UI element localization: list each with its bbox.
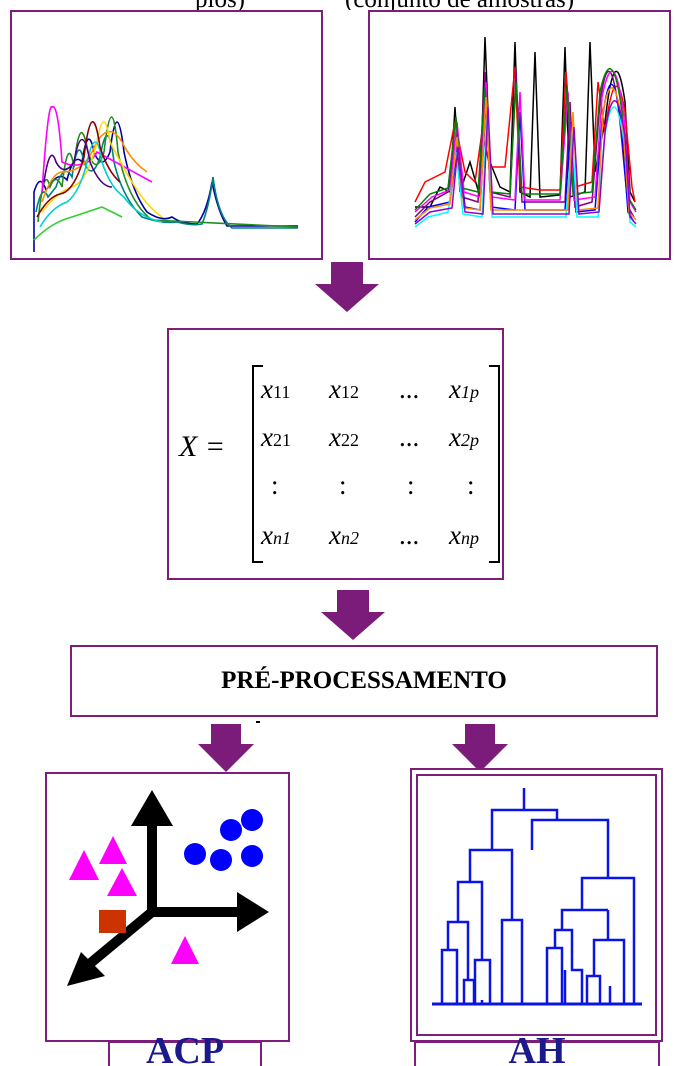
matrix-cell: x (261, 374, 273, 404)
arrow-down-4 (452, 724, 508, 772)
matrix-cell: x (449, 422, 461, 452)
pca-panel (45, 772, 290, 1042)
matrix-cell: x (261, 422, 273, 452)
matrix-ellipsis: ... (399, 520, 420, 550)
preprocessing-label: PRÉ-PROCESSAMENTO (221, 667, 507, 694)
header-caption: plos) (conjunto de amostras) (0, 0, 675, 10)
arrow-down-2 (321, 590, 385, 640)
matrix-cell: x (329, 520, 341, 550)
arrow-down-3 (198, 724, 254, 772)
spectra-plot-right (414, 36, 637, 228)
arrow-down-1 (315, 262, 379, 312)
dendrogram (432, 788, 642, 1006)
matrix-cell: x (329, 374, 341, 404)
header-left-fragment: plos) (195, 0, 245, 10)
pca-scores-plot (67, 790, 269, 986)
hca-label-visible: AH (508, 1036, 566, 1066)
matrix-lhs: X = (179, 430, 226, 463)
data-matrix-box: X = x11 x12 ... x1p x21 x22 ... x2p : : … (167, 328, 504, 580)
matrix-vdots: : (339, 470, 347, 500)
spectra-plot-left (33, 105, 299, 252)
hca-inner-frame (416, 774, 657, 1036)
matrix-ellipsis: ... (399, 422, 420, 452)
cluster-circles (184, 809, 263, 871)
hca-label-box (414, 1041, 660, 1066)
preprocessing-box: PRÉ-PROCESSAMENTO (70, 645, 658, 717)
hca-panel (410, 768, 663, 1042)
pca-label-box (108, 1041, 262, 1066)
matrix-brackets (252, 365, 500, 563)
matrix-vdots: : (467, 470, 475, 500)
matrix-cell: x (449, 520, 461, 550)
pca-label-visible: ACP (145, 1036, 225, 1066)
stray-mark (256, 721, 260, 723)
spectra-panel-right (368, 10, 671, 260)
matrix-cell: x (449, 374, 461, 404)
spectra-panel-left (10, 10, 323, 260)
cluster-triangles (69, 836, 199, 964)
matrix-cell: x (261, 520, 273, 550)
matrix-vdots: : (271, 470, 279, 500)
matrix-cell: x (329, 422, 341, 452)
matrix-ellipsis: ... (399, 374, 420, 404)
outlier-square (99, 910, 126, 933)
matrix-vdots: : (407, 470, 415, 500)
header-right-fragment: (conjunto de amostras) (345, 0, 574, 10)
